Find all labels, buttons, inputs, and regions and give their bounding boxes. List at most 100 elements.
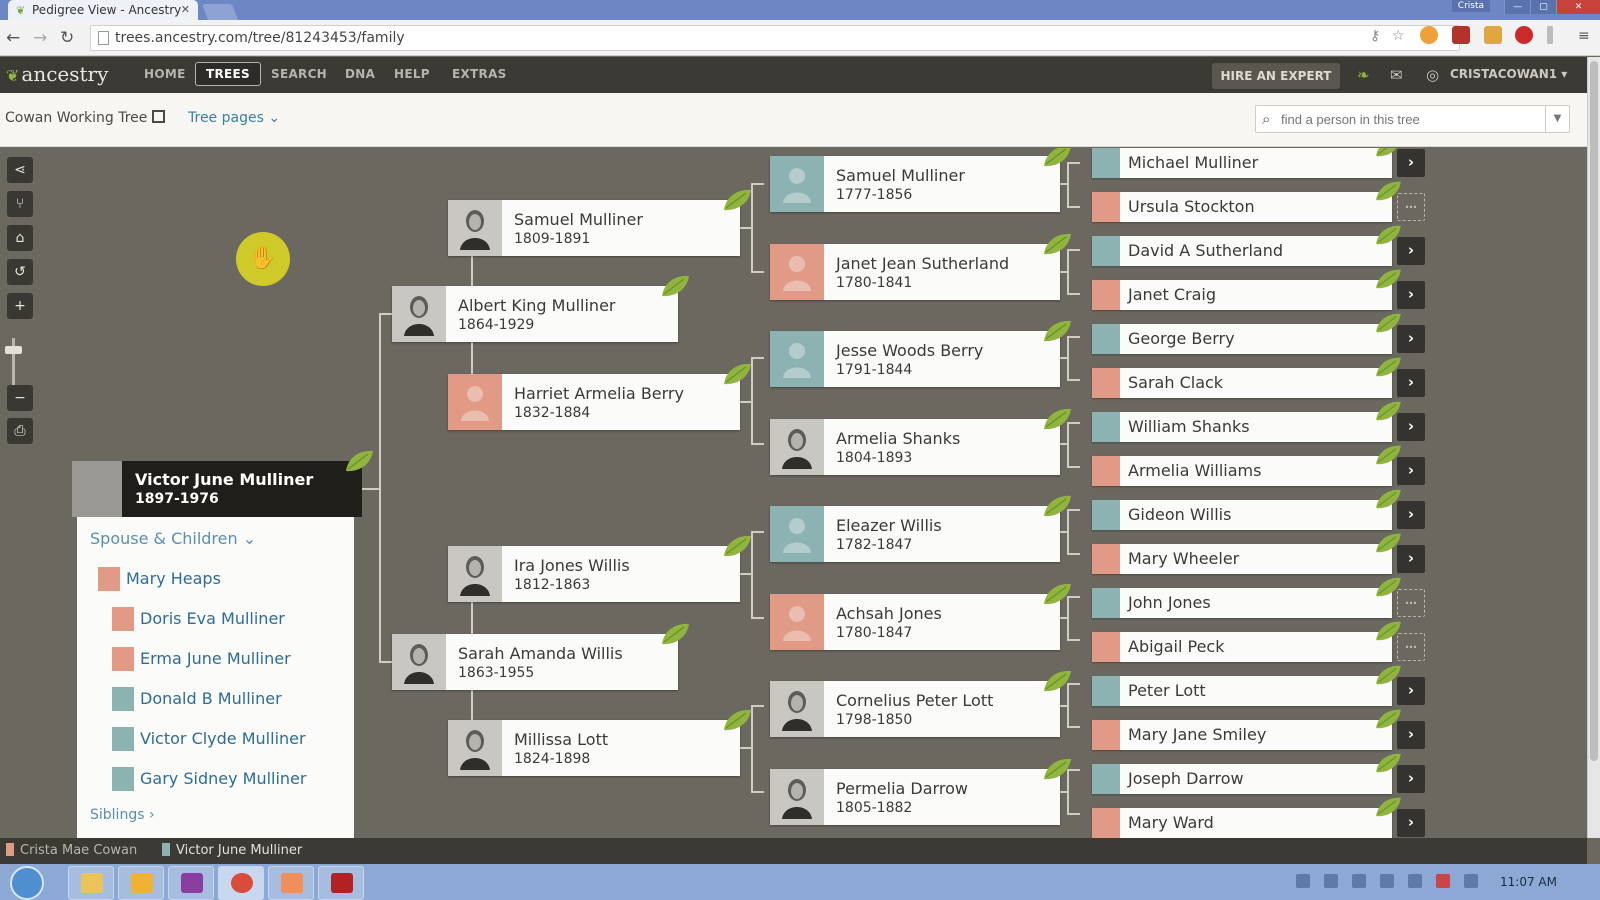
ancestor-card-compact[interactable]: Armelia Williams [1092, 445, 1401, 486]
page-scrollbar[interactable] [1587, 57, 1600, 838]
url-field[interactable]: trees.ancestry.com/tree/81243453/family [90, 25, 1460, 51]
ancestor-card-compact[interactable]: Michael Mulliner [1092, 148, 1397, 178]
taskbar-app[interactable] [118, 866, 164, 900]
tray-icon[interactable] [1352, 874, 1366, 888]
ancestry-logo[interactable]: ❦ancestry [6, 62, 108, 86]
hint-leaf-icon[interactable] [660, 274, 690, 298]
pinterest-icon[interactable] [1515, 26, 1533, 44]
messages-icon[interactable]: ✉ [1390, 66, 1403, 84]
browser-user-label[interactable]: Crista [1451, 0, 1490, 12]
amazon-icon[interactable] [1484, 26, 1502, 44]
hint-leaf-icon[interactable] [1374, 400, 1402, 422]
new-tab-button[interactable] [202, 4, 238, 20]
expand-ancestors-button[interactable]: › [1397, 765, 1425, 793]
ancestor-card-compact[interactable]: Mary Jane Smiley [1092, 709, 1401, 750]
hint-leaf-icon[interactable] [722, 188, 752, 212]
zoom-slider-handle[interactable] [5, 346, 22, 354]
ancestor-card-compact[interactable]: Mary Ward [1092, 797, 1401, 838]
hints-leaf-icon[interactable]: ❧ [1357, 66, 1370, 84]
hint-leaf-icon[interactable] [1374, 488, 1402, 510]
hint-leaf-icon[interactable] [1374, 664, 1402, 686]
forward-icon[interactable]: → [33, 28, 48, 48]
maximize-icon[interactable]: ▢ [1530, 0, 1556, 14]
ancestor-card-compact[interactable]: George Berry [1092, 313, 1401, 354]
child-link[interactable]: Gary Sidney Mulliner [112, 767, 306, 791]
siblings-toggle[interactable]: Siblings › [90, 807, 155, 823]
expand-ancestors-button[interactable]: › [1397, 721, 1425, 749]
expand-ancestors-button[interactable]: › [1397, 413, 1425, 441]
tray-icon[interactable] [1380, 874, 1394, 888]
spouse-link[interactable]: Mary Heaps [98, 567, 221, 591]
hint-leaf-icon[interactable] [1374, 224, 1402, 246]
pedigree-view-icon[interactable]: ⑂ [7, 191, 33, 217]
zoom-out-icon[interactable]: − [7, 385, 33, 411]
minimize-icon[interactable]: — [1504, 0, 1530, 14]
scrollbar-thumb[interactable] [1590, 61, 1598, 761]
flag-icon[interactable] [1324, 874, 1338, 888]
hint-leaf-icon[interactable] [1374, 532, 1402, 554]
hint-leaf-icon[interactable] [722, 708, 752, 732]
browser-tab[interactable]: ❦ Pedigree View - Ancestry ✕ [8, 0, 198, 20]
expand-ancestors-button[interactable]: › [1397, 325, 1425, 353]
taskbar-onenote[interactable] [168, 866, 214, 900]
menu-icon[interactable]: ≡ [1578, 28, 1590, 44]
share-icon[interactable]: ⋖ [7, 157, 33, 183]
spouse-children-toggle[interactable]: Spouse & Children ⌄ [90, 529, 256, 548]
zoom-in-icon[interactable]: + [7, 293, 33, 319]
ancestor-card-compact[interactable]: Peter Lott [1092, 665, 1401, 706]
key-icon[interactable]: ⚷ [1370, 28, 1381, 44]
taskbar-recorder[interactable] [318, 866, 364, 900]
bookmark-star-icon[interactable]: ☆ [1392, 28, 1405, 44]
expand-ancestors-button[interactable]: › [1397, 237, 1425, 265]
hint-leaf-icon[interactable] [722, 534, 752, 558]
hint-leaf-icon[interactable] [1374, 708, 1402, 730]
expand-ancestors-button[interactable]: › [1397, 545, 1425, 573]
extension-icon[interactable] [1452, 26, 1470, 44]
ancestor-card-compact[interactable]: Mary Wheeler [1092, 533, 1401, 574]
hint-leaf-icon[interactable] [1042, 494, 1072, 518]
hint-leaf-icon[interactable] [1374, 620, 1402, 642]
nav-search[interactable]: SEARCH [271, 67, 328, 81]
home-icon[interactable]: ⌂ [7, 225, 33, 251]
hint-leaf-icon[interactable] [1374, 356, 1402, 378]
print-icon[interactable]: ⎙ [7, 418, 33, 444]
add-parents-button[interactable]: ⋯ [1397, 589, 1425, 617]
ancestor-card-compact[interactable]: Joseph Darrow [1092, 753, 1401, 794]
tree-name[interactable]: Cowan Working Tree [5, 110, 166, 126]
expand-ancestors-button[interactable]: › [1397, 281, 1425, 309]
ancestor-card-compact[interactable]: David A Sutherland [1092, 225, 1401, 266]
ancestor-card-compact[interactable]: John Jones [1092, 577, 1401, 618]
user-avatar-icon[interactable]: ◎ [1426, 66, 1440, 84]
zoom-slider-track[interactable] [12, 338, 15, 386]
hint-leaf-icon[interactable] [1042, 232, 1072, 256]
hint-leaf-icon[interactable] [1374, 180, 1402, 202]
child-link[interactable]: Erma June Mulliner [112, 647, 291, 671]
hint-leaf-icon[interactable] [1374, 148, 1402, 158]
extension-icon[interactable] [1547, 26, 1553, 44]
pedigree-canvas[interactable]: ⋖ ⑂ ⌂ ↺ + − ⎙ ✋ Victor June Mulliner 189… [0, 148, 1587, 838]
ancestor-card-compact[interactable]: Janet Craig [1092, 269, 1401, 310]
hint-leaf-icon[interactable] [660, 622, 690, 646]
hint-leaf-icon[interactable] [1042, 582, 1072, 606]
nav-home[interactable]: HOME [144, 67, 186, 81]
tray-icon[interactable] [1436, 874, 1450, 888]
child-link[interactable]: Donald B Mulliner [112, 687, 282, 711]
breadcrumb-item[interactable]: Victor June Mulliner [162, 843, 302, 858]
ancestor-card-compact[interactable]: Gideon Willis [1092, 489, 1401, 530]
hint-leaf-icon[interactable] [1042, 148, 1072, 168]
ancestor-card-compact[interactable]: Sarah Clack [1092, 357, 1401, 398]
hint-leaf-icon[interactable] [1042, 757, 1072, 781]
network-icon[interactable] [1408, 874, 1422, 888]
hint-leaf-icon[interactable] [1374, 796, 1402, 818]
taskbar-chrome[interactable] [218, 866, 264, 900]
expand-ancestors-button[interactable]: › [1397, 809, 1425, 837]
back-icon[interactable]: ← [6, 28, 21, 48]
person-search-input[interactable] [1281, 109, 1531, 129]
